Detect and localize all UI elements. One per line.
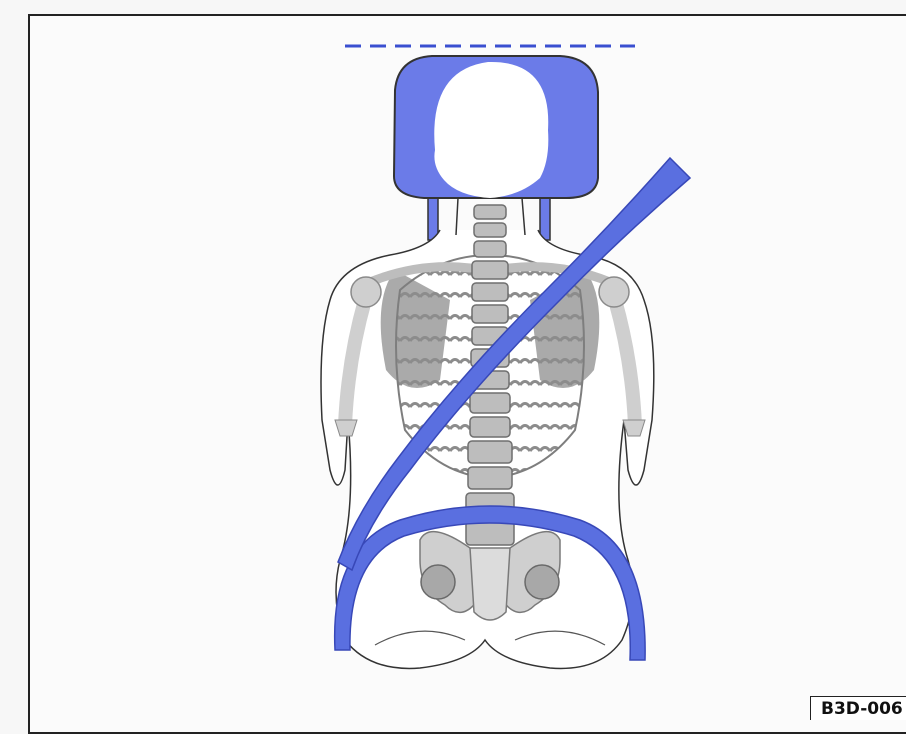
head-silhouette	[434, 62, 548, 198]
figure-code-label: B3D-006	[810, 696, 906, 720]
